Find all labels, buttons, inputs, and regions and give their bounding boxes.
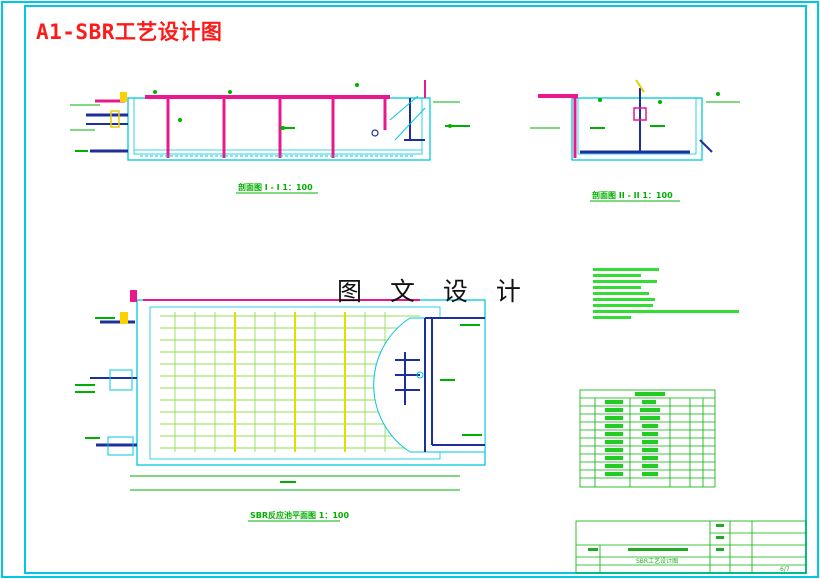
air-header-pipes bbox=[234, 312, 346, 452]
section-1-1 bbox=[70, 80, 470, 161]
equipment-table-fill bbox=[605, 392, 665, 476]
title-block-fill bbox=[588, 524, 724, 551]
sheet-number: 6/7 bbox=[780, 566, 790, 573]
drawing-name: SBR工艺设计图 bbox=[636, 557, 678, 565]
design-notes bbox=[593, 268, 739, 319]
page-title: A1-SBR工艺设计图 bbox=[36, 20, 223, 44]
watermark: 图 文 设 计 bbox=[337, 277, 531, 306]
section-1-caption: 剖面图 I - I 1：100 bbox=[238, 182, 313, 192]
title-block bbox=[575, 520, 807, 574]
section-2-caption: 剖面图 II - II 1：100 bbox=[592, 190, 673, 200]
equipment-table bbox=[579, 389, 716, 488]
section-2-2 bbox=[530, 79, 740, 161]
inner-frame bbox=[24, 5, 807, 574]
plan-view bbox=[75, 290, 486, 491]
plan-caption: SBR反应池平面图 1：100 bbox=[250, 510, 350, 520]
